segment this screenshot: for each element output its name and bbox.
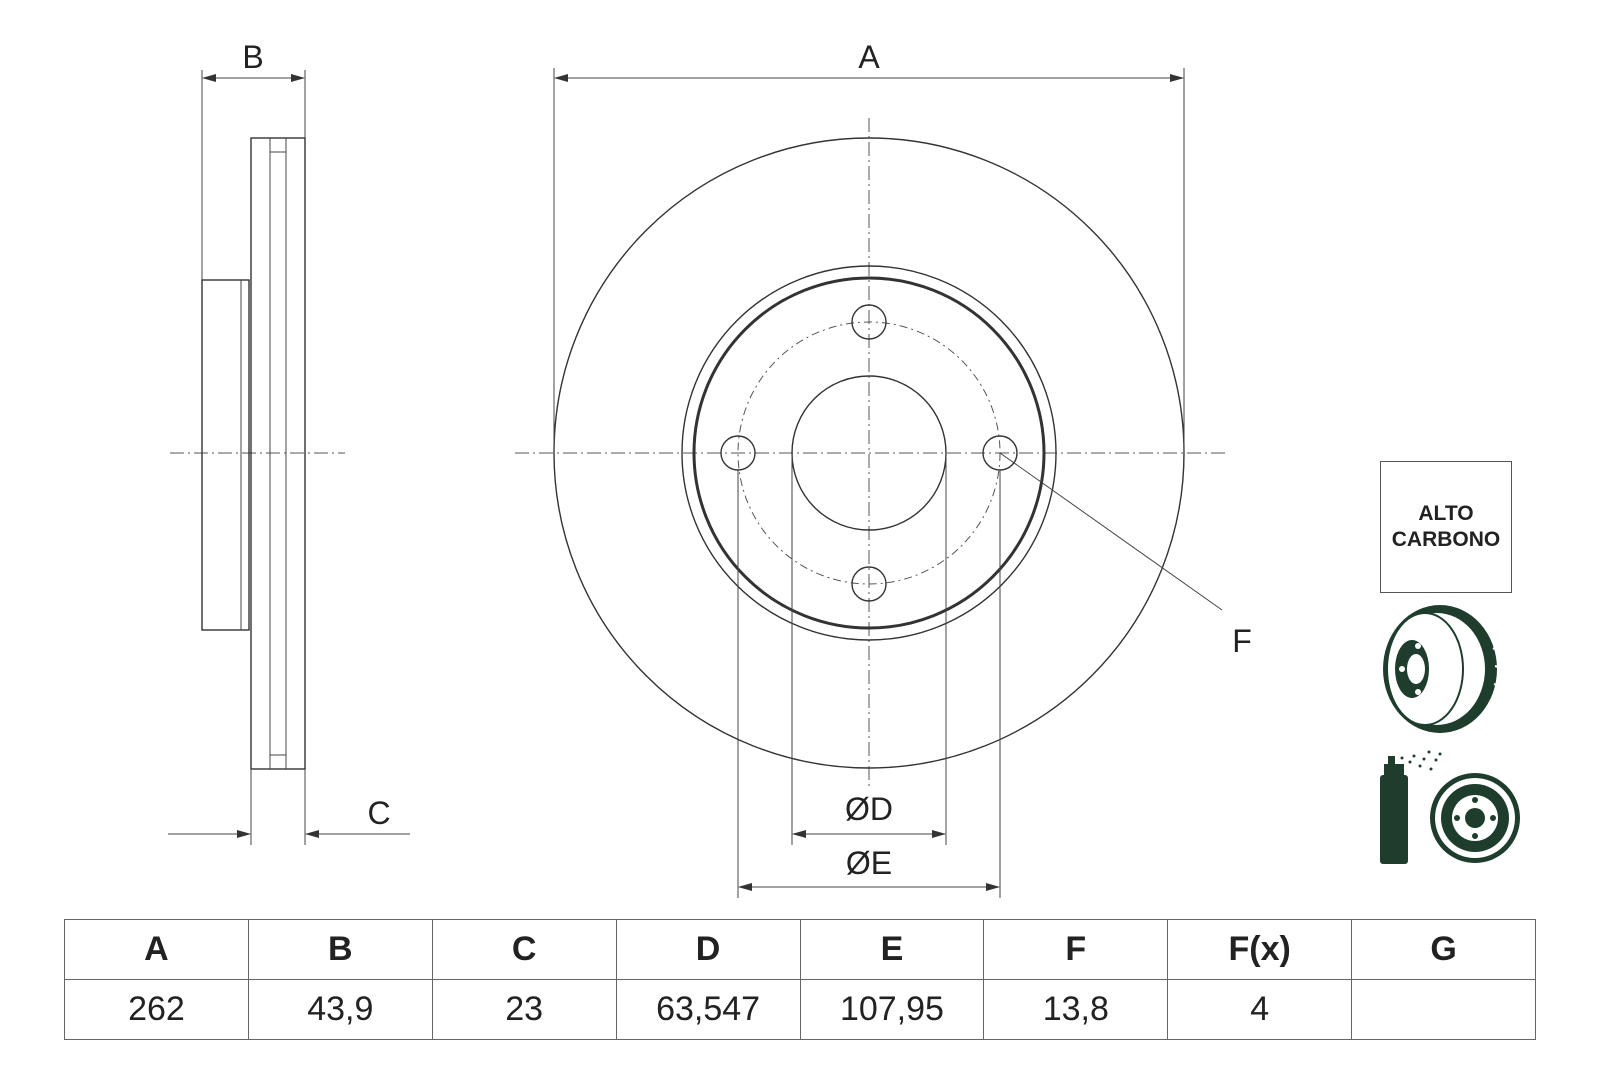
- label-b: B: [242, 39, 263, 75]
- brake-disc-icon: [1383, 605, 1502, 733]
- badge-line-2: CARBONO: [1391, 528, 1501, 551]
- front-view: A ØD ØE F: [515, 39, 1252, 898]
- label-e: ØE: [846, 845, 892, 881]
- value-f: 13,8: [983, 979, 1169, 1040]
- value-b: 43,9: [247, 979, 433, 1040]
- hub-outer-ring: [681, 265, 1057, 641]
- header-c: C: [431, 919, 617, 980]
- label-d: ØD: [845, 791, 893, 827]
- header-e: E: [799, 919, 985, 980]
- label-f: F: [1232, 623, 1252, 659]
- specifications-table: A B C D E F F(x) G 262 43,9 23 63,547 10…: [64, 919, 1536, 1040]
- value-fx: 4: [1167, 979, 1353, 1040]
- bolt-hole-top: [851, 304, 887, 340]
- label-a: A: [858, 39, 880, 75]
- spray-coating-icon: [1380, 750, 1520, 864]
- badge-line-1: ALTO: [1418, 502, 1474, 525]
- side-friction-ring: [250, 137, 306, 770]
- specs-value-row: 262 43,9 23 63,547 107,95 13,8 4: [64, 979, 1536, 1040]
- bolt-hole-bottom: [851, 566, 887, 602]
- label-c: C: [367, 795, 390, 831]
- header-b: B: [247, 919, 433, 980]
- specs-header-row: A B C D E F F(x) G: [64, 919, 1536, 980]
- header-a: A: [64, 919, 249, 980]
- side-view: B C: [168, 39, 410, 845]
- value-d: 63,547: [615, 979, 801, 1040]
- value-e: 107,95: [799, 979, 985, 1040]
- value-c: 23: [431, 979, 617, 1040]
- side-hub-flange: [201, 279, 250, 631]
- leader-f: [999, 452, 1223, 611]
- value-a: 262: [64, 979, 249, 1040]
- header-d: D: [615, 919, 801, 980]
- header-g: G: [1351, 919, 1536, 980]
- value-g: [1351, 979, 1536, 1040]
- header-fx: F(x): [1167, 919, 1353, 980]
- hub-inner-ring: [692, 276, 1046, 630]
- header-f: F: [983, 919, 1169, 980]
- alto-carbono-badge: ALTO CARBONO: [1380, 461, 1512, 593]
